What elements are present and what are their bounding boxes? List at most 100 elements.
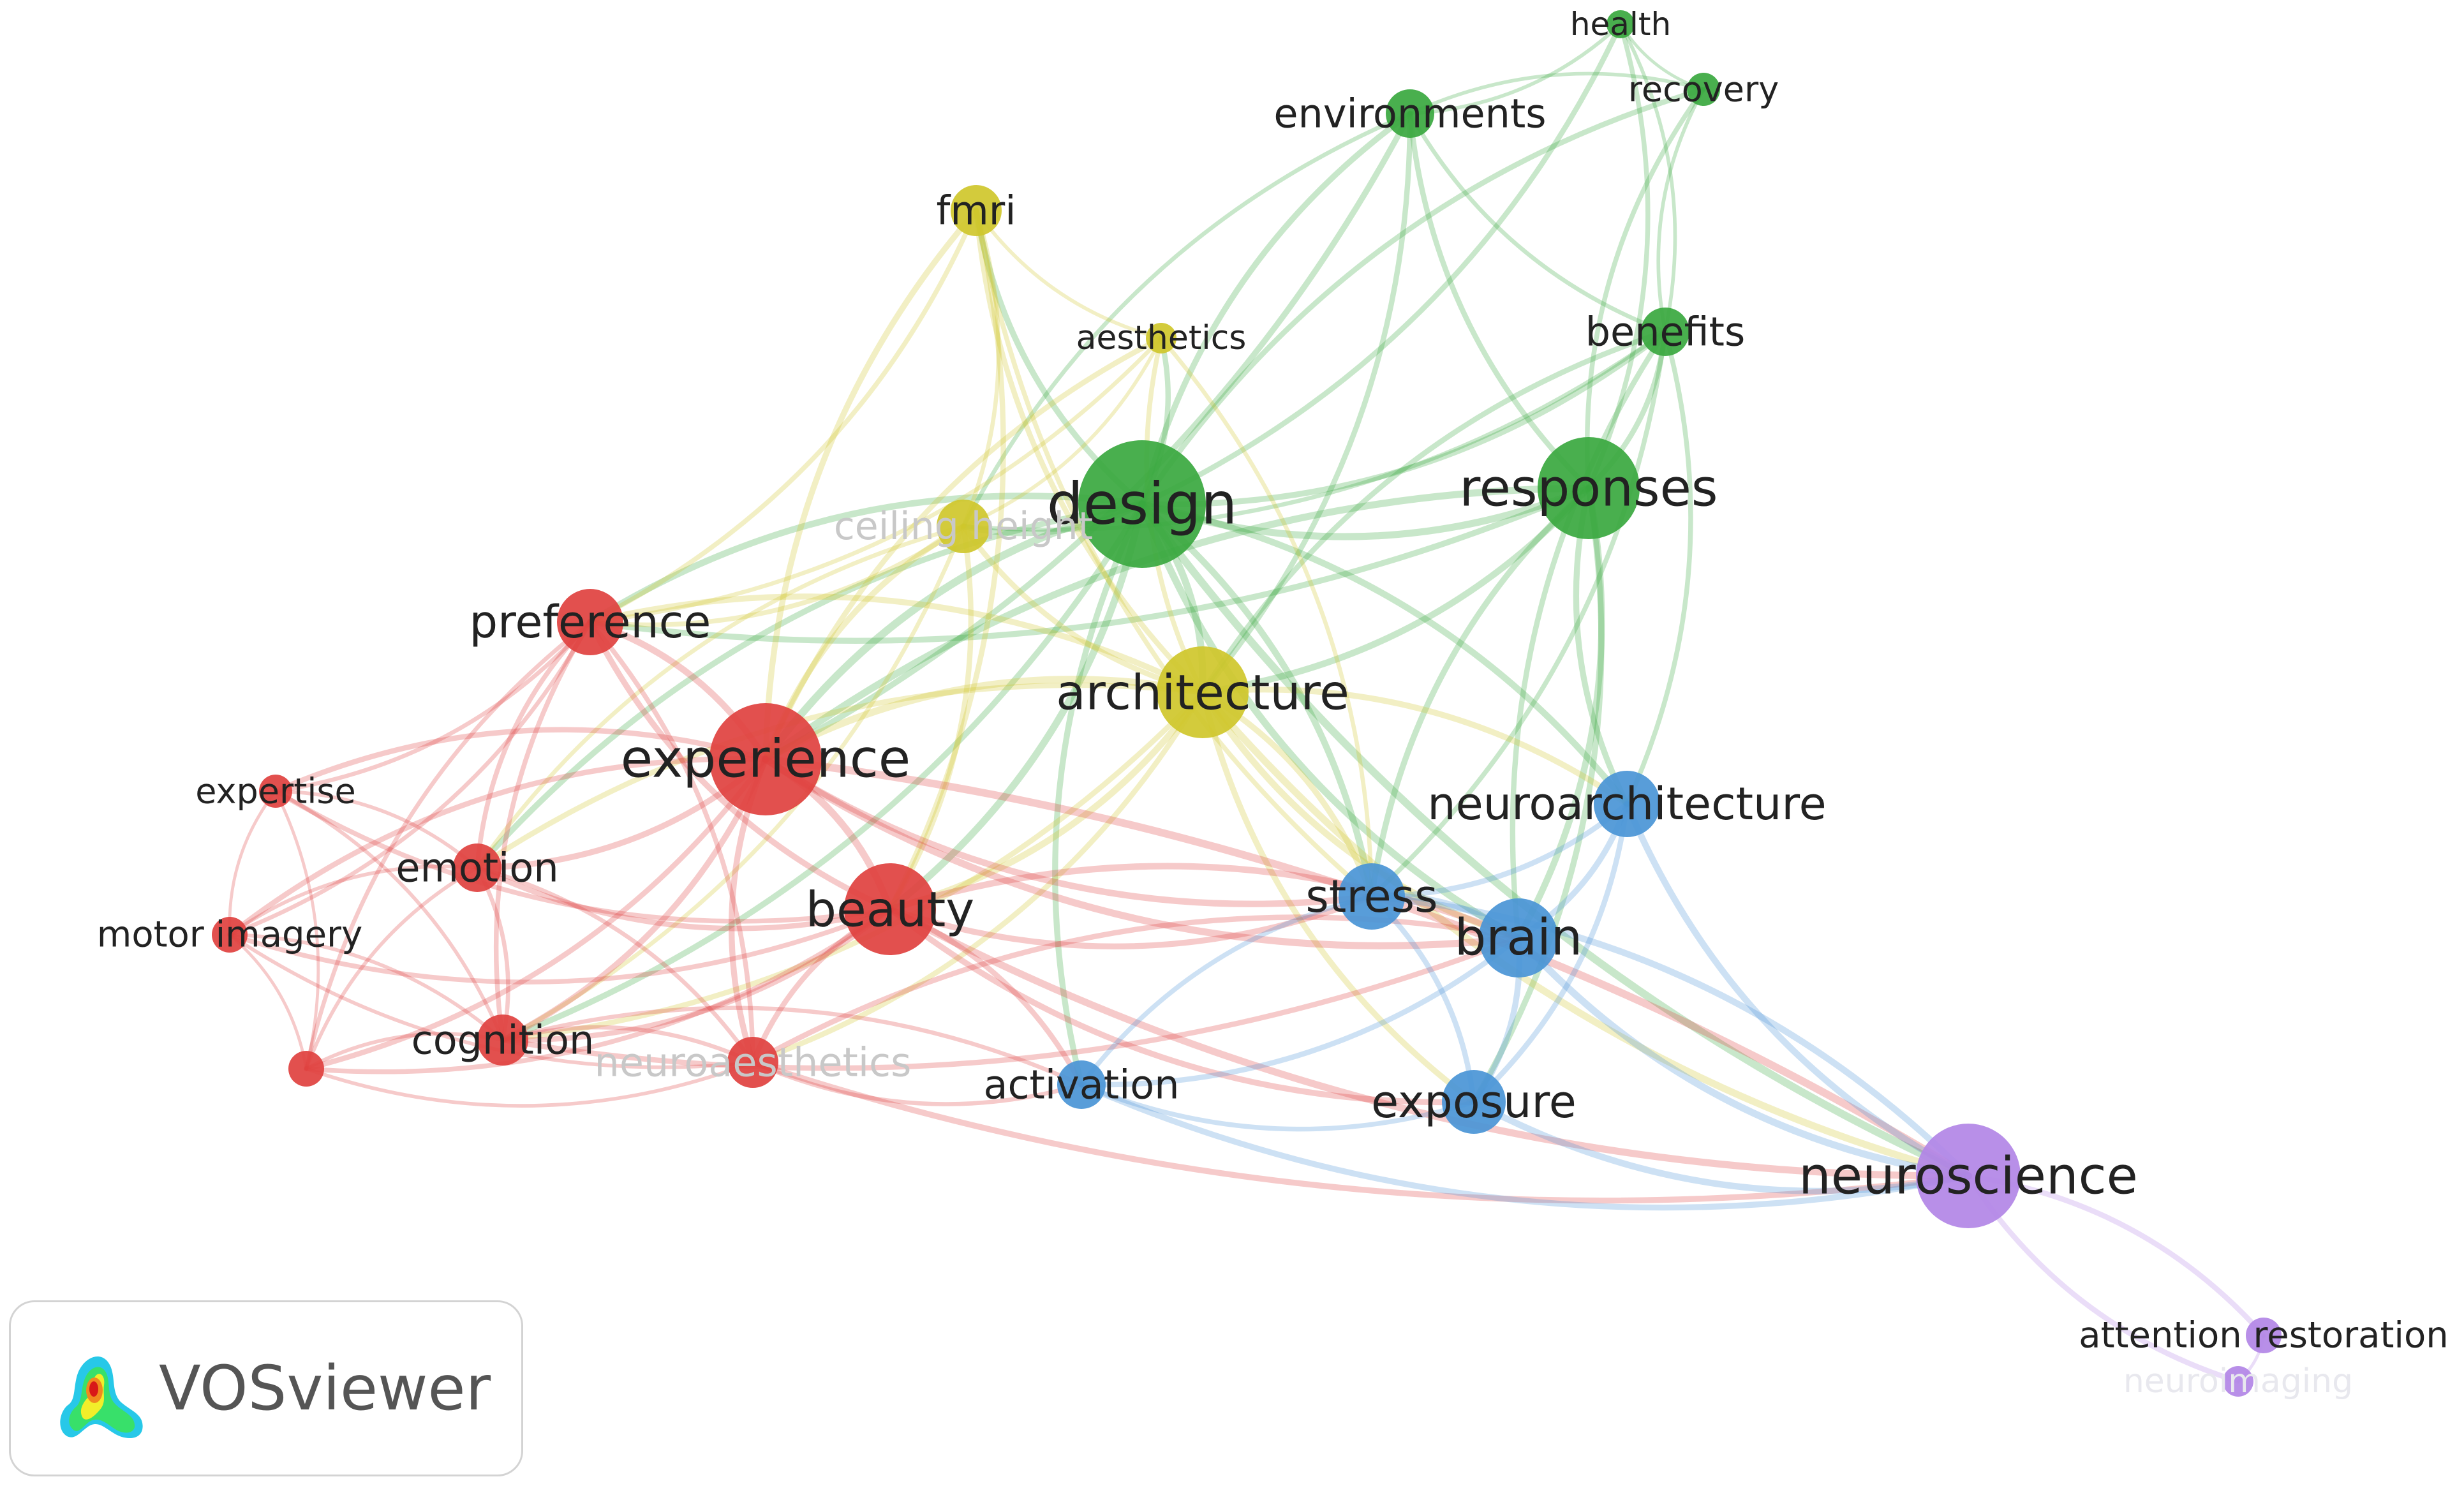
link-brain-activation (1078, 935, 1522, 1088)
node-recovery[interactable] (1687, 73, 1720, 106)
link-expertise-unlabeled_red (274, 789, 320, 1071)
label-beauty: beauty (806, 881, 975, 938)
label-aesthetics: aesthetics (1076, 319, 1247, 357)
link-responses-exposure (1471, 485, 1605, 1105)
link-design-beauty (886, 500, 1146, 913)
node-unlabeled_red[interactable] (288, 1051, 324, 1087)
link-neuroarchitecture-exposure (1471, 801, 1630, 1105)
node-neuroarchitecture[interactable] (1594, 771, 1660, 837)
node-attention[interactable] (2246, 1318, 2282, 1353)
node-experience[interactable] (709, 703, 822, 815)
label-health: health (1570, 6, 1671, 43)
link-aesthetics-stress (1159, 336, 1374, 899)
network-nodes (212, 10, 2282, 1397)
link-responses-architecture (1199, 484, 1592, 696)
link-preference-beauty (587, 619, 893, 912)
link-fmri-experience (762, 207, 979, 762)
link-cognition-unlabeled_red (304, 1032, 505, 1071)
link-design-neuroarchitecture (1138, 500, 1631, 808)
node-neuroaesthetics[interactable] (727, 1037, 778, 1088)
link-stress-activation (1079, 894, 1374, 1087)
node-design[interactable] (1078, 440, 1206, 568)
link-cognition-activation (500, 1006, 1084, 1087)
link-preference-unlabeled_red (304, 620, 593, 1071)
link-expertise-beauty (273, 789, 893, 924)
link-responses-recovery (1585, 87, 1706, 491)
label-benefits: benefits (1585, 309, 1746, 355)
link-environments-recovery (1408, 71, 1705, 115)
link-exposure-activation (1079, 1082, 1476, 1132)
link-benefits-health (1619, 22, 1677, 334)
node-exposure[interactable] (1442, 1070, 1506, 1134)
node-motor[interactable] (212, 917, 248, 953)
label-environments: environments (1273, 91, 1546, 137)
link-fmri-stress (974, 208, 1374, 899)
link-neuroaesthetics-brain (750, 914, 1522, 1066)
link-benefits-brain (1510, 329, 1668, 941)
link-design-emotion (474, 501, 1145, 871)
link-design-recovery (1139, 86, 1707, 507)
link-preference-motor (227, 620, 593, 937)
link-responses-health (1586, 22, 1651, 491)
link-environments-benefits (1407, 111, 1668, 334)
link-preference-neuroaesthetics (588, 620, 755, 1065)
link-design-brain (1138, 500, 1522, 942)
link-neuroaesthetics-unlabeled_red (304, 1060, 755, 1108)
link-preference-emotion (475, 620, 593, 870)
label-neuroaesthetics: neuroaesthetics (595, 1039, 912, 1086)
link-design-health (1139, 21, 1624, 507)
link-responses-brain (1515, 484, 1605, 942)
node-fmri[interactable] (951, 185, 1002, 236)
label-ceiling: ceiling height (834, 504, 1093, 549)
node-activation[interactable] (1057, 1060, 1106, 1109)
link-architecture-neuroaesthetics (750, 689, 1206, 1066)
node-ceiling[interactable] (937, 500, 990, 553)
link-cognition-neuroaesthetics (500, 1025, 755, 1065)
node-neuroimaging[interactable] (2223, 1366, 2253, 1397)
node-preference[interactable] (557, 589, 623, 655)
label-recovery: recovery (1628, 70, 1779, 110)
link-expertise-cognition (274, 789, 505, 1042)
node-cognition[interactable] (477, 1014, 528, 1066)
node-stress[interactable] (1339, 863, 1405, 930)
node-emotion[interactable] (453, 843, 501, 892)
node-brain[interactable] (1479, 898, 1558, 977)
node-environments[interactable] (1386, 89, 1434, 138)
node-beauty[interactable] (844, 863, 936, 955)
label-motor: motor imagery (97, 914, 362, 956)
link-design-preference (586, 493, 1146, 626)
link-architecture-preference (587, 593, 1206, 695)
node-neuroscience[interactable] (1916, 1124, 2021, 1228)
link-emotion-motor (228, 865, 479, 937)
link-aesthetics-preference (588, 336, 1164, 625)
link-fmri-ceiling (961, 208, 1001, 529)
label-neuroimaging: neuroimaging (2123, 1362, 2353, 1401)
link-architecture-neuroarchitecture (1199, 687, 1630, 807)
link-expertise-emotion (274, 789, 479, 870)
node-responses[interactable] (1538, 437, 1640, 539)
link-cognition-brain (500, 935, 1522, 1071)
link-architecture-neuroscience (1199, 688, 1972, 1180)
node-health[interactable] (1607, 10, 1635, 38)
link-beauty-exposure (887, 906, 1477, 1106)
node-aesthetics[interactable] (1146, 323, 1176, 353)
node-benefits[interactable] (1641, 308, 1689, 356)
node-architecture[interactable] (1157, 646, 1249, 738)
vosviewer-logo-text: VOSviewer (159, 1353, 491, 1424)
link-responses-environments (1407, 110, 1592, 491)
node-expertise[interactable] (259, 775, 292, 808)
label-neuroarchitecture: neuroarchitecture (1427, 778, 1826, 830)
link-emotion-beauty (474, 865, 893, 932)
link-stress-neuroarchitecture (1369, 801, 1630, 900)
link-experience-cognition (500, 756, 769, 1043)
link-design-environments (1139, 110, 1413, 507)
link-responses-stress (1369, 485, 1592, 900)
link-experience-unlabeled_red (303, 756, 769, 1072)
link-design-neuroscience (1138, 500, 1972, 1180)
link-fmri-architecture (973, 207, 1206, 695)
link-experience-motor (226, 756, 769, 938)
link-experience-brain (762, 755, 1522, 949)
link-benefits-stress (1369, 329, 1668, 899)
link-experience-expertise (272, 727, 769, 794)
